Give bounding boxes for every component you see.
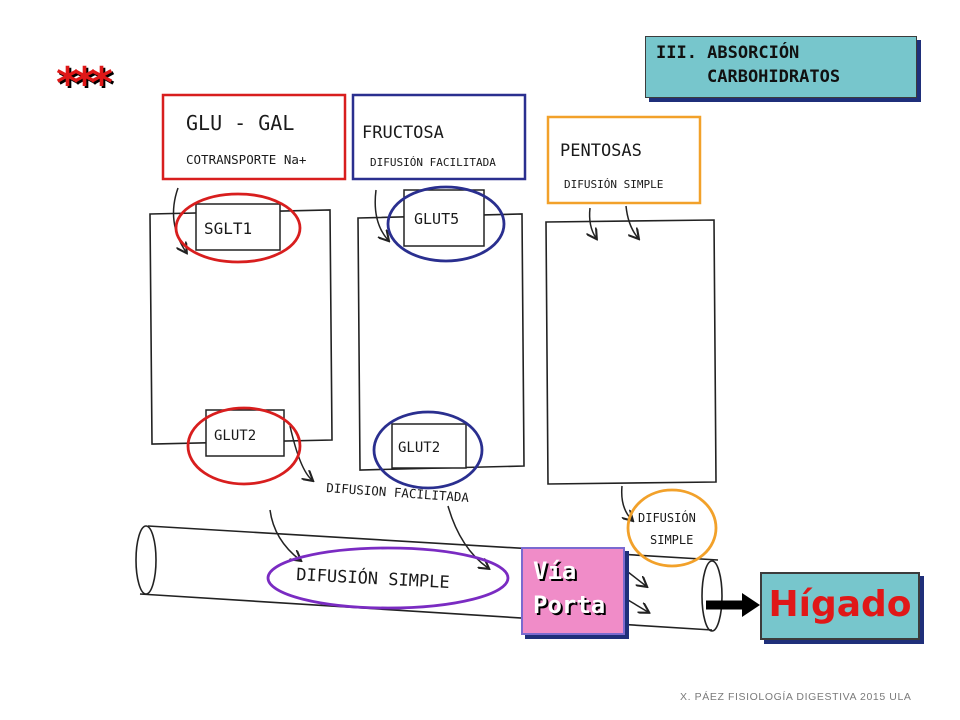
difusion-facilitada-mid-label: DIFUSION FACILITADA <box>326 480 470 505</box>
glu-gal-frame <box>161 93 347 181</box>
difusion-simple-top-label: DIFUSIÓN SIMPLE <box>564 178 663 191</box>
glut5-highlight <box>386 185 506 263</box>
footer-credit: X. PÁEZ FISIOLOGÍA DIGESTIVA 2015 ULA <box>680 691 912 703</box>
cell-right <box>545 219 717 485</box>
glut2-mid-highlight <box>372 410 484 490</box>
title-line-1: III. ABSORCIÓN <box>656 43 800 63</box>
pentosas-frame <box>546 115 702 205</box>
difusion-simple-right-label-2: SIMPLE <box>650 533 693 547</box>
glut2-mid-label: GLUT2 <box>398 440 440 456</box>
difusion-simple-bottom-label: DIFUSIÓN SIMPLE <box>296 563 450 593</box>
stars-icon: *** <box>56 58 113 109</box>
glut2-left-highlight <box>186 406 302 486</box>
glut2-left-box <box>205 409 285 457</box>
glu-gal-label: GLU - GAL <box>186 111 294 135</box>
pentosas-label: PENTOSAS <box>560 141 642 161</box>
title-line-2: CARBOHIDRATOS <box>707 67 841 87</box>
glut5-box <box>403 189 485 247</box>
glut2-mid-box <box>391 423 467 469</box>
flow-arrows <box>172 187 649 612</box>
sglt1-box <box>195 203 281 251</box>
fructosa-frame <box>351 93 527 181</box>
fructosa-label: FRUCTOSA <box>362 123 444 143</box>
sglt1-highlight <box>174 192 302 264</box>
difusion-facilitada-top-label: DIFUSIÓN FACILITADA <box>370 156 496 169</box>
glut2-left-label: GLUT2 <box>214 428 256 444</box>
liver-arrowhead <box>742 593 760 617</box>
cotransporte-label: COTRANSPORTE Na+ <box>186 152 306 167</box>
via-porta-line-1: Vía <box>533 557 577 585</box>
difusion-simple-bottom-highlight <box>266 546 510 610</box>
difusion-simple-right-highlight <box>626 488 718 568</box>
sglt1-label: SGLT1 <box>204 219 252 238</box>
section-title: III. ABSORCIÓN CARBOHIDRATOS <box>645 36 917 98</box>
glut5-label: GLUT5 <box>414 210 459 228</box>
difusion-simple-right-label-1: DIFUSIÓN <box>638 510 696 525</box>
higado-box: Hígado <box>760 572 920 640</box>
via-porta-box: Vía Porta <box>521 547 625 635</box>
via-porta-line-2: Porta <box>533 591 606 619</box>
